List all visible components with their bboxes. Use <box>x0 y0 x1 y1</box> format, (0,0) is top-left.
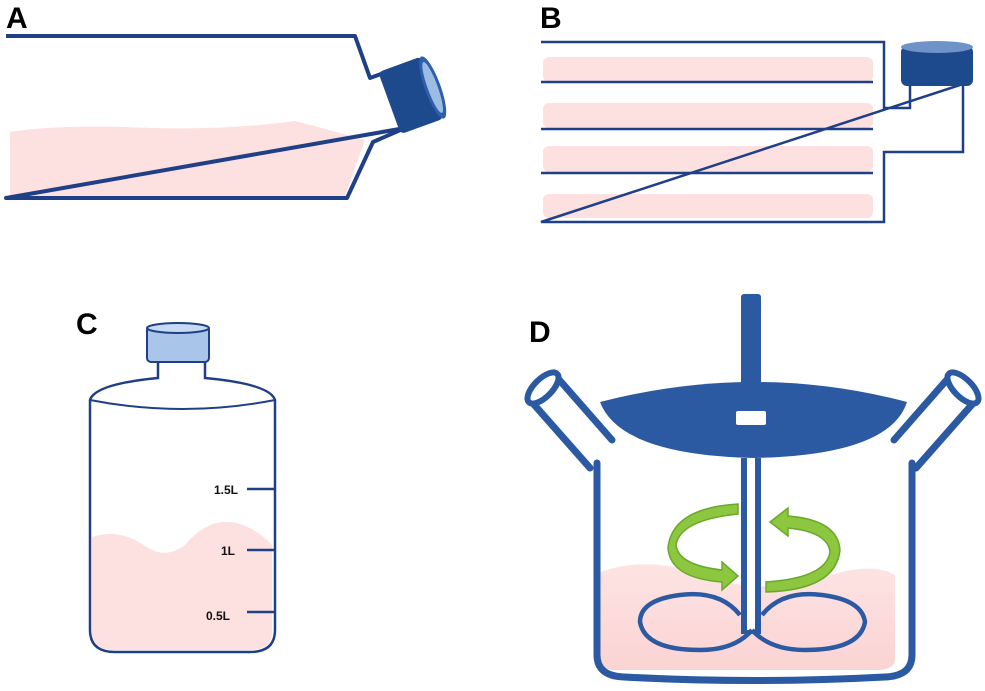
layer-medium-4 <box>543 194 873 218</box>
impeller-left-blade <box>637 592 754 653</box>
roller-bottle-medium <box>92 521 272 650</box>
t-flask-cap <box>379 56 447 133</box>
layer-medium-1 <box>543 57 873 82</box>
impeller-right-blade <box>750 592 868 653</box>
graduation-label-0-5l: 0.5L <box>206 609 230 623</box>
spinner-shaft-top <box>741 294 761 394</box>
rotation-arrows <box>667 503 841 593</box>
spinner-shaft-highlight <box>747 458 755 630</box>
spinner-flask <box>524 294 982 684</box>
multilayer-flask <box>540 40 973 224</box>
t-flask-medium <box>10 121 365 196</box>
roller-bottle-outline <box>88 362 277 654</box>
spinner-right-arm-opening <box>944 369 982 407</box>
rotation-arrow-left <box>667 503 740 592</box>
spinner-right-arm <box>890 371 980 472</box>
t-flask <box>4 34 447 200</box>
spinner-left-arm <box>526 371 616 472</box>
rotation-arrow-right <box>765 506 841 593</box>
panel-label-c: C <box>76 308 98 341</box>
spinner-flask-body <box>593 459 916 684</box>
panel-label-d: D <box>529 316 551 349</box>
layer-medium-2 <box>543 103 873 128</box>
multilayer-flask-cap <box>901 41 973 86</box>
spinner-lid-hole <box>736 411 766 425</box>
roller-bottle: 1.5L 1L 0.5L <box>88 322 277 654</box>
roller-bottle-shoulder <box>89 399 276 410</box>
panel-label-a: A <box>6 2 28 35</box>
roller-bottle-cap <box>146 322 210 363</box>
spinner-left-arm-opening <box>524 369 562 407</box>
graduation-label-1l: 1L <box>221 544 235 558</box>
graduation-label-1-5l: 1.5L <box>214 483 238 497</box>
multilayer-flask-outline <box>540 40 965 224</box>
panel-label-b: B <box>540 2 562 35</box>
layer-medium-3 <box>543 146 873 172</box>
